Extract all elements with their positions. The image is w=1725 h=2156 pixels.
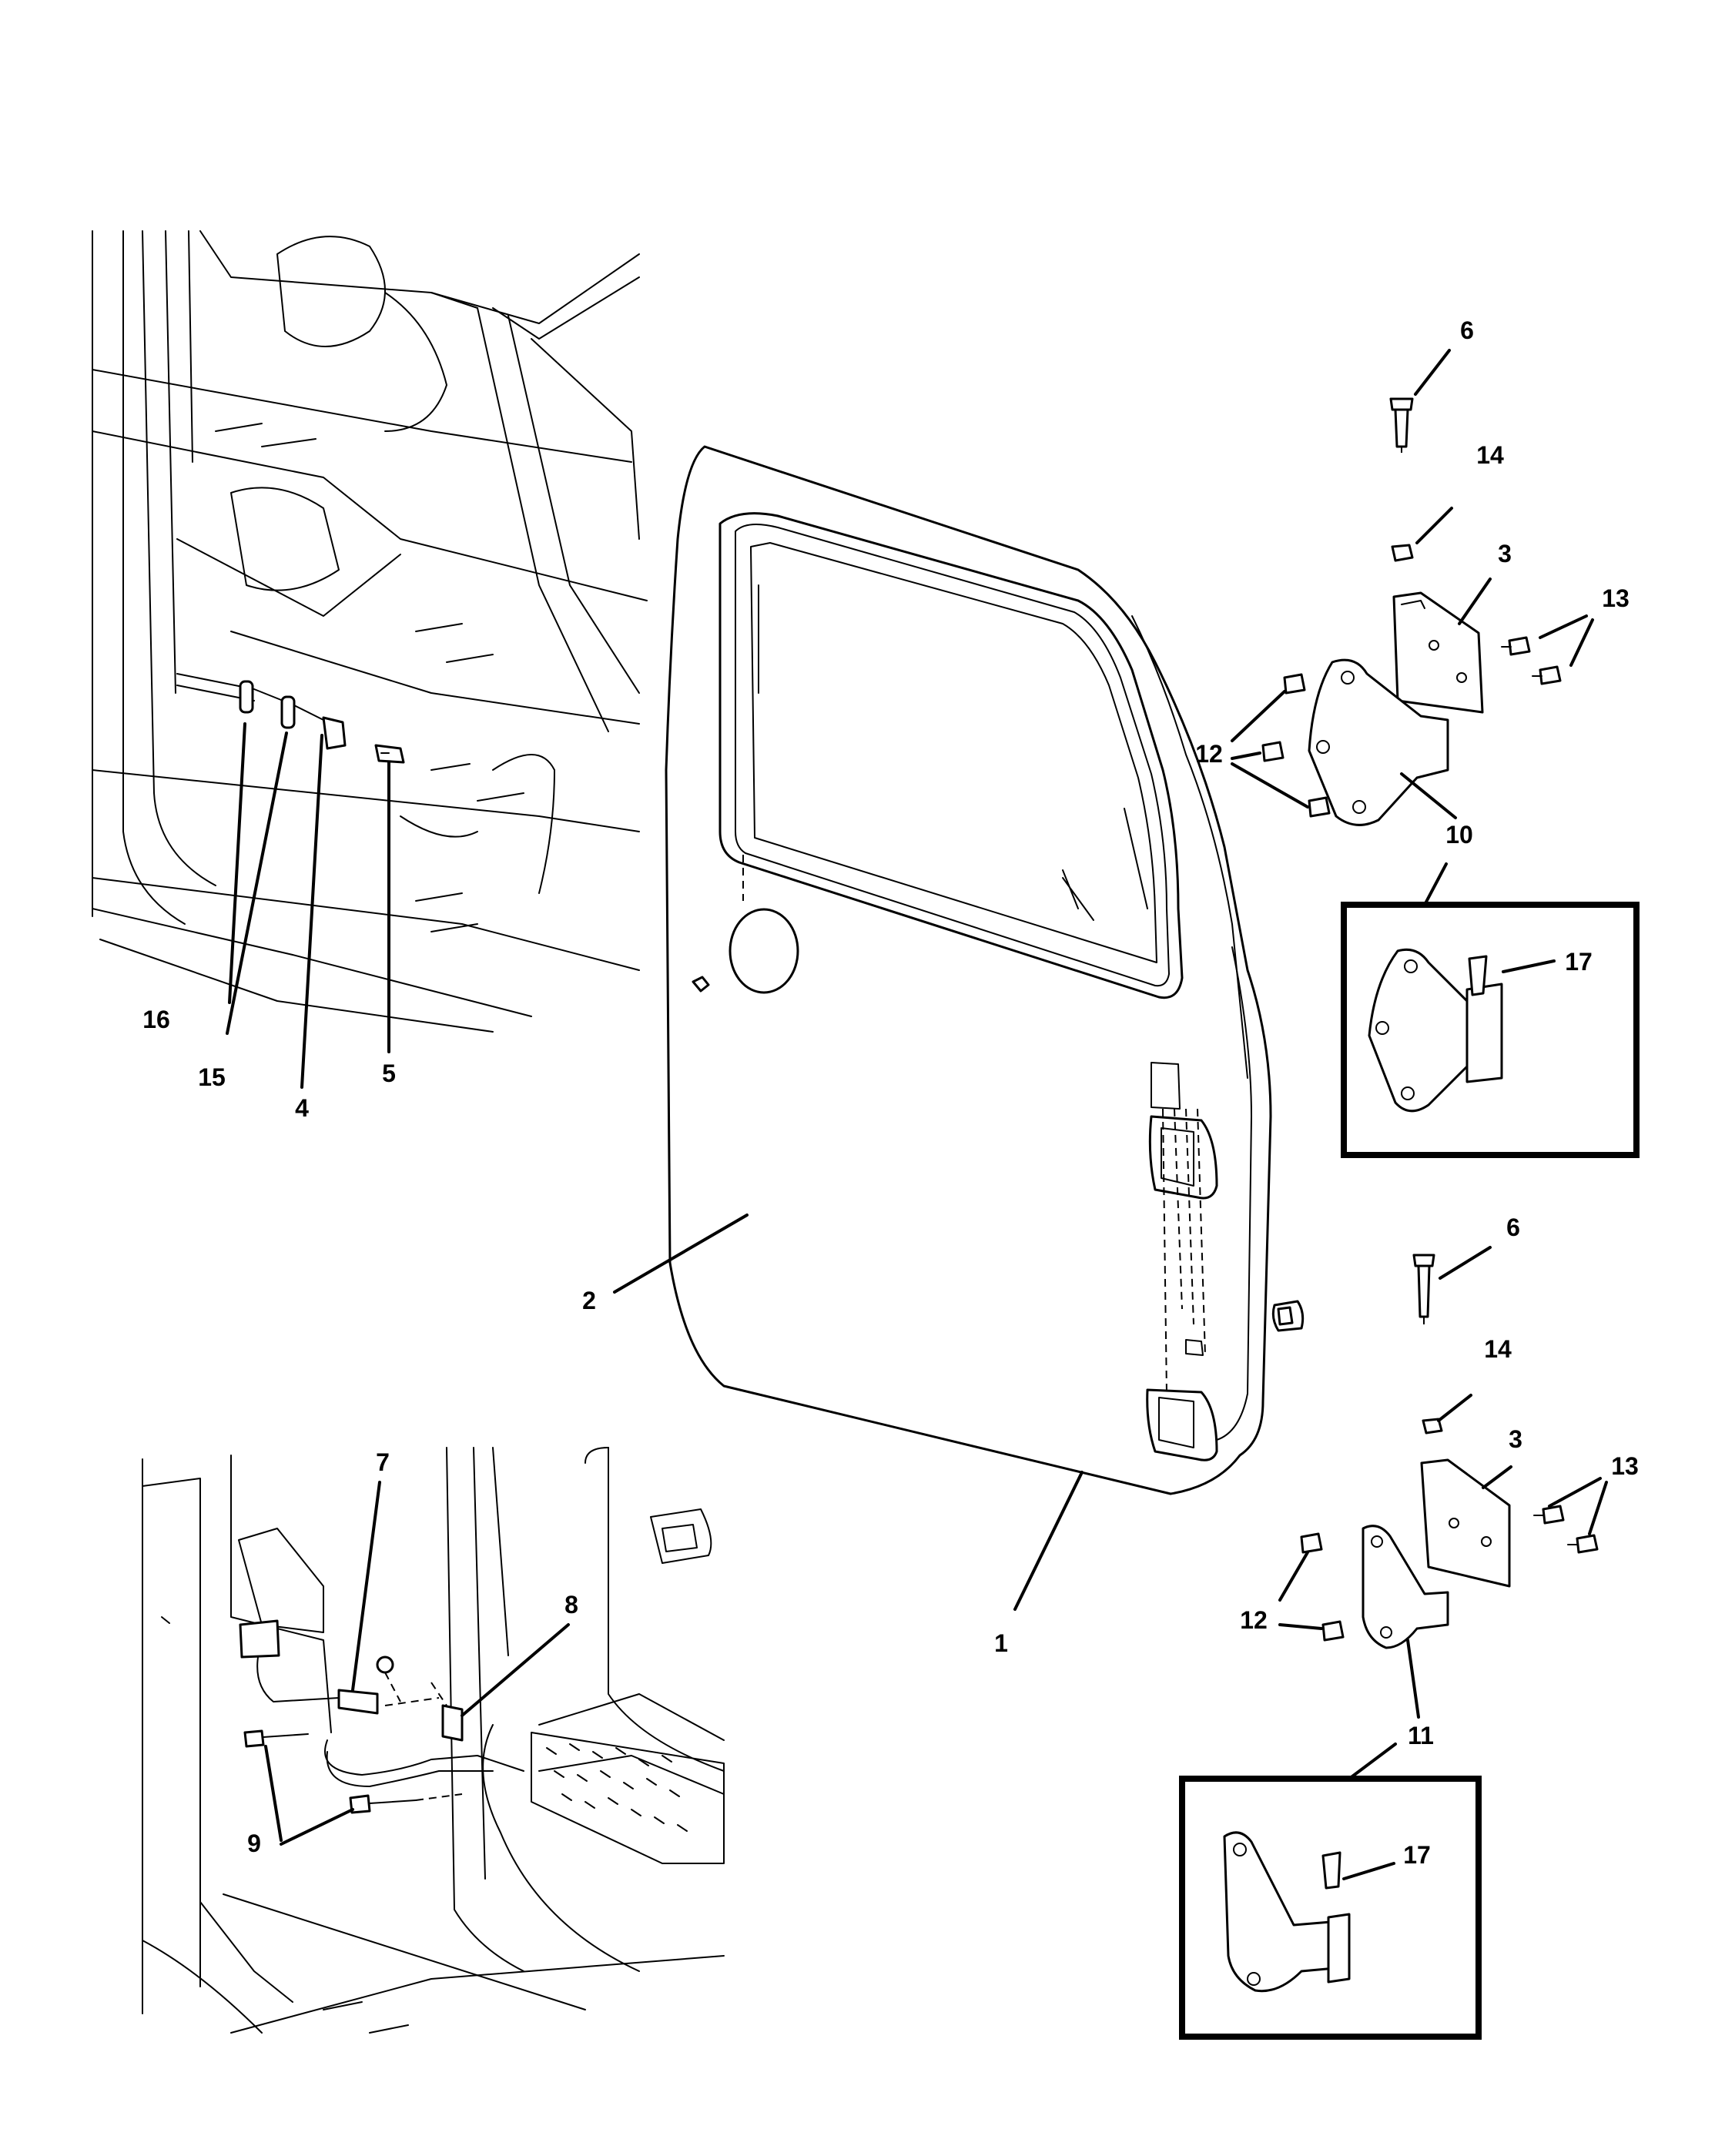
callout-1: 1 <box>994 1629 1008 1657</box>
callout-16: 16 <box>142 1006 170 1033</box>
leader-lines <box>226 349 1608 1880</box>
nut-14a <box>1391 544 1414 562</box>
bolt-12d <box>1300 1532 1323 1554</box>
callout-6-upper: 6 <box>1460 316 1474 344</box>
callout-17-lower: 17 <box>1403 1841 1431 1869</box>
pin-17b <box>1321 1851 1341 1890</box>
clip-8 <box>441 1704 464 1742</box>
callout-8: 8 <box>564 1591 578 1619</box>
bolt-13a <box>1508 636 1531 656</box>
callout-17-upper: 17 <box>1565 948 1593 976</box>
pin-17a <box>1468 955 1488 996</box>
callout-6-lower: 6 <box>1506 1214 1520 1241</box>
bolt-13b <box>1539 665 1562 685</box>
detail-box-upper <box>1341 902 1640 1158</box>
inset-door-check-view <box>92 230 648 1033</box>
lower-hinge-assembly <box>1300 1254 1599 1649</box>
detail-box-lower <box>1179 1776 1482 2040</box>
callout-14-lower: 14 <box>1484 1335 1512 1363</box>
washer-15 <box>280 695 296 729</box>
door-shell <box>665 445 1305 1495</box>
hinge-3b <box>1420 1458 1511 1588</box>
tread-plate <box>531 1732 725 1864</box>
hinge-pin-6b <box>1412 1254 1435 1267</box>
bolt-12e <box>1321 1620 1345 1642</box>
screw-9a <box>243 1729 265 1748</box>
callout-3-lower: 3 <box>1509 1425 1522 1453</box>
screw-9b <box>349 1794 371 1814</box>
washer-16 <box>239 680 254 714</box>
hinge-10 <box>1308 658 1449 826</box>
upper-hinge-assembly <box>1261 397 1562 826</box>
callout-12-lower: 12 <box>1240 1606 1268 1634</box>
callout-2: 2 <box>582 1287 596 1314</box>
bolt-12b <box>1261 741 1285 762</box>
check-strap-assembly <box>176 673 405 764</box>
callout-5: 5 <box>382 1060 396 1087</box>
inset-wiring-view <box>142 1447 725 2034</box>
callout-11-upper: 11 <box>1408 1722 1434 1749</box>
nut-14b <box>1422 1418 1443 1435</box>
callout-13-upper: 13 <box>1602 584 1630 612</box>
clip-7 <box>337 1689 379 1715</box>
callout-14-upper: 14 <box>1476 441 1504 469</box>
hinge-pin-6a <box>1389 397 1414 411</box>
callout-9: 9 <box>247 1830 261 1857</box>
bolt-12c <box>1308 796 1331 818</box>
callout-labels: 1 2 3 3 4 5 6 6 7 8 9 10 11 12 12 13 13 … <box>142 316 1639 1869</box>
callout-4: 4 <box>295 1094 309 1122</box>
bolt-13c <box>1542 1505 1565 1525</box>
callout-3-upper: 3 <box>1498 540 1512 567</box>
callout-12-upper: 12 <box>1195 740 1223 768</box>
callout-15: 15 <box>198 1063 226 1091</box>
bolt-12a <box>1283 673 1306 695</box>
callout-7: 7 <box>376 1448 390 1476</box>
callout-13-lower: 13 <box>1611 1452 1639 1480</box>
callout-10: 10 <box>1445 821 1473 849</box>
bolt-13d <box>1576 1534 1599 1554</box>
bracket-4 <box>322 716 347 750</box>
connector <box>239 1619 280 1659</box>
bolt-5 <box>374 744 405 764</box>
